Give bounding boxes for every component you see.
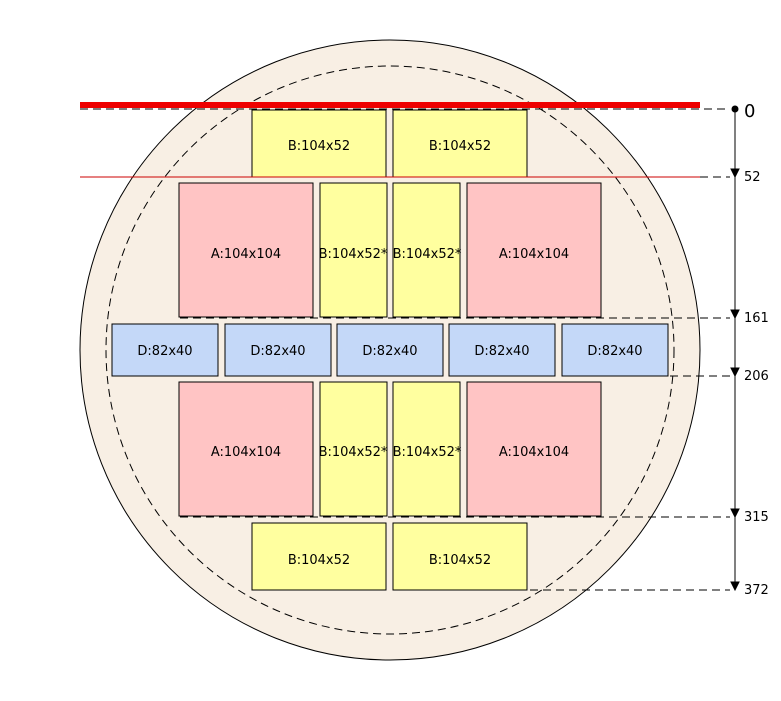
block-b-bottom-2 xyxy=(392,522,528,591)
block-label: B:104x52* xyxy=(393,247,462,262)
block-label: B:104x52* xyxy=(319,247,388,262)
block-a-upper-left xyxy=(178,182,314,318)
block-b-upper-rot-2 xyxy=(392,182,461,318)
block-label: B:104x52 xyxy=(429,139,491,154)
scale-tick-206: 206 xyxy=(744,369,769,384)
block-label: D:82x40 xyxy=(137,344,192,359)
block-label: B:104x52 xyxy=(429,553,491,568)
block-label: A:104x104 xyxy=(499,445,569,460)
block-b-bottom-1 xyxy=(251,522,387,591)
leader-lines xyxy=(80,108,730,591)
block-label: A:104x104 xyxy=(211,247,281,262)
block-b-lower-rot-1 xyxy=(319,381,388,517)
block-label: D:82x40 xyxy=(474,344,529,359)
block-b-lower-rot-2 xyxy=(392,381,461,517)
block-d-5 xyxy=(561,323,669,377)
block-label: D:82x40 xyxy=(250,344,305,359)
block-d-2 xyxy=(224,323,332,377)
block-label: D:82x40 xyxy=(362,344,417,359)
scale-tick-52: 52 xyxy=(744,170,761,185)
block-label: B:104x52* xyxy=(393,445,462,460)
scale-tick-161: 161 xyxy=(744,311,769,326)
block-d-3 xyxy=(336,323,444,377)
dimension-scale xyxy=(730,105,740,592)
block-label: D:82x40 xyxy=(587,344,642,359)
block-d-1 xyxy=(111,323,219,377)
block-label: B:104x52 xyxy=(288,139,350,154)
block-a-lower-right xyxy=(466,381,602,517)
scale-tick-0: 0 xyxy=(744,101,755,122)
block-label: A:104x104 xyxy=(211,445,281,460)
block-a-lower-left xyxy=(178,381,314,517)
scale-tick-372: 372 xyxy=(744,583,769,598)
scale-tick-315: 315 xyxy=(744,510,769,525)
block-a-upper-right xyxy=(466,182,602,318)
block-b-top-1 xyxy=(251,109,387,178)
block-label: A:104x104 xyxy=(499,247,569,262)
usable-area-boundary xyxy=(105,65,675,635)
block-label: B:104x52 xyxy=(288,553,350,568)
block-label: B:104x52* xyxy=(319,445,388,460)
block-d-4 xyxy=(448,323,556,377)
block-b-upper-rot-1 xyxy=(319,182,388,318)
